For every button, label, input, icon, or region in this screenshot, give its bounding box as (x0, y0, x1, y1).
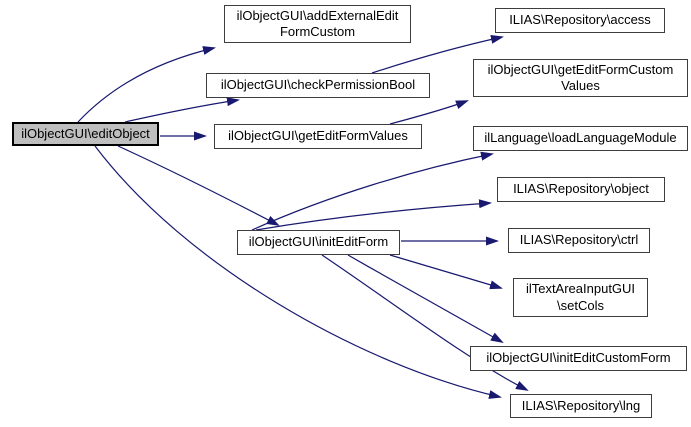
edge-editObject-to-addExternalEditFormCustom (77, 46, 216, 123)
node-checkPermissionBool[interactable]: ilObjectGUI\checkPermissionBool (206, 73, 430, 98)
node-editObject[interactable]: ilObjectGUI\editObject (12, 122, 159, 146)
node-lng[interactable]: ILIAS\Repository\lng (510, 394, 652, 418)
node-label: ILIAS\Repository\lng (521, 397, 641, 413)
node-object[interactable]: ILIAS\Repository\object (497, 177, 665, 202)
node-label: ilObjectGUI\getEditFormValues (228, 128, 408, 144)
node-label: Values (561, 78, 600, 93)
edge-initEditForm-to-initEditCustomForm (347, 254, 504, 343)
node-label: FormCustom (279, 24, 356, 39)
edge-editObject-to-lng (94, 145, 502, 399)
node-label: ilObjectGUI\addExternalEdit (236, 7, 399, 23)
node-label: ILIAS\Repository\ctrl (519, 232, 639, 248)
edge-initEditForm-to-setCols (389, 254, 503, 290)
node-label: \setCols (557, 297, 604, 313)
node-label: ilTextAreaInputGUI (525, 281, 636, 297)
node-label: ILIAS\Repository\access (509, 12, 651, 28)
node-getEditFormValues[interactable]: ilObjectGUI\getEditFormValues (214, 124, 422, 149)
node-label: ilObjectGUI\checkPermissionBool (220, 77, 416, 93)
node-label: ILIAS\Repository\object (513, 181, 649, 197)
node-label: ilObjectGUI\getEditFormCustom (487, 61, 674, 77)
node-initEditForm[interactable]: ilObjectGUI\initEditForm (237, 230, 400, 255)
node-setCols[interactable]: ilTextAreaInputGUI\setCols (513, 278, 648, 317)
edge-getEditFormValues-to-getEditFormCustomValues (389, 100, 469, 125)
edge-initEditForm-to-loadLanguageModule (251, 151, 494, 231)
node-initEditCustomForm[interactable]: ilObjectGUI\initEditCustomForm (470, 346, 687, 371)
node-access[interactable]: ILIAS\Repository\access (495, 8, 665, 33)
node-label: ilLanguage\loadLanguageModule (484, 130, 677, 146)
node-loadLanguageModule[interactable]: ilLanguage\loadLanguageModule (473, 126, 688, 151)
edge-initEditForm-to-object (255, 199, 492, 231)
edge-editObject-to-checkPermissionBool (124, 97, 240, 123)
node-ctrl[interactable]: ILIAS\Repository\ctrl (508, 228, 650, 253)
node-label: ilObjectGUI\initEditForm (248, 234, 389, 250)
node-label: ilObjectGUI\initEditCustomForm (486, 350, 671, 366)
edge-editObject-to-initEditForm (117, 145, 280, 226)
node-label: ilObjectGUI\editObject (21, 125, 150, 141)
